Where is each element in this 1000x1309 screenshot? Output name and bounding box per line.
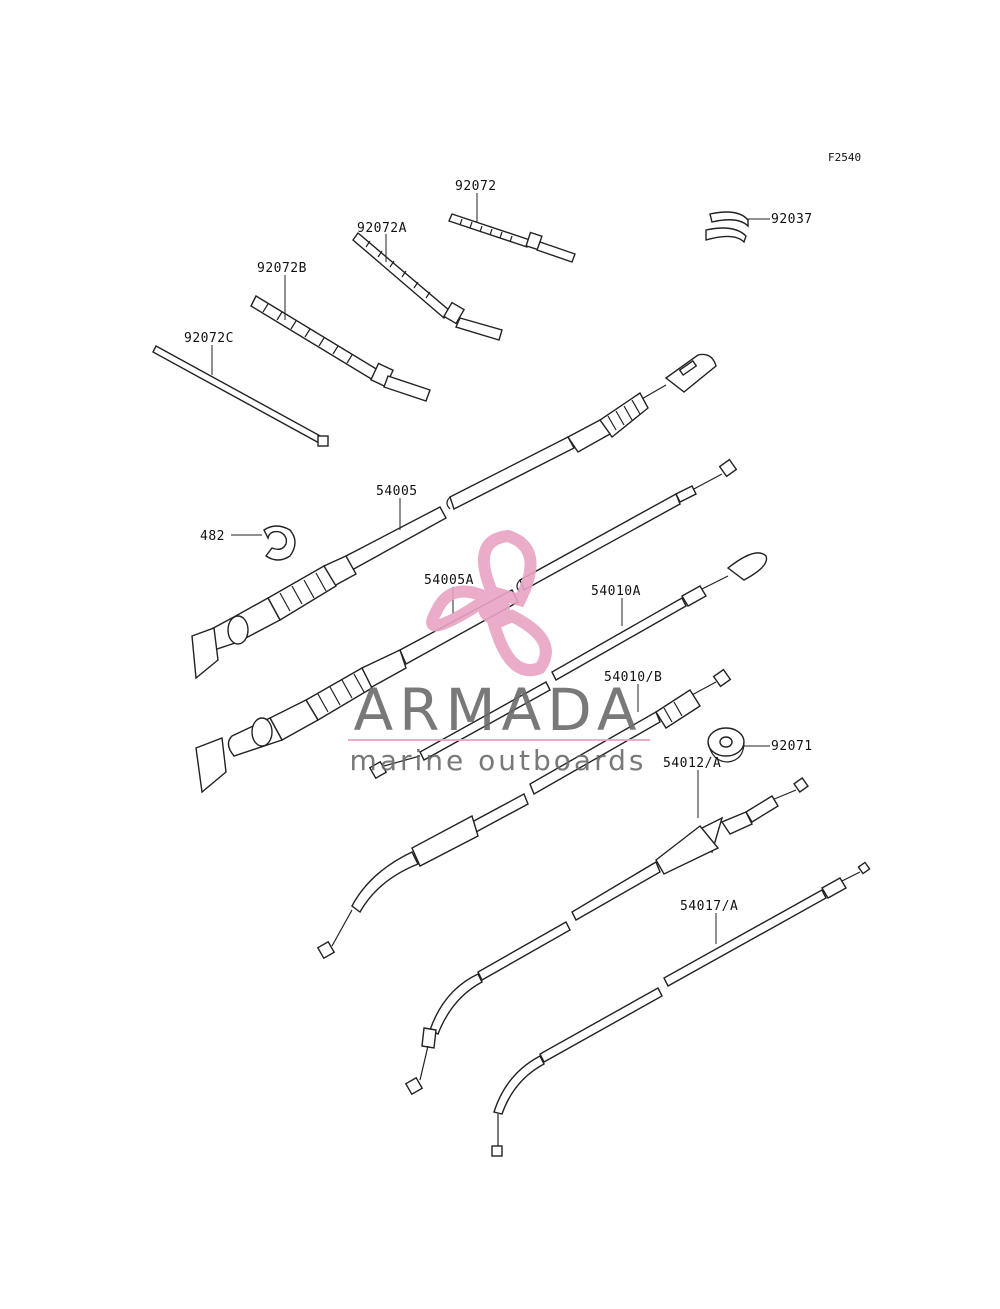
watermark-brand: ARMADA xyxy=(353,676,642,744)
label-92072B: 92072B xyxy=(257,261,307,276)
part-54012A-cable xyxy=(404,777,809,1096)
label-54005: 54005 xyxy=(376,484,418,499)
figure-code: F2540 xyxy=(828,151,861,164)
label-92072: 92072 xyxy=(455,179,497,194)
label-54010B: 54010/B xyxy=(604,670,662,685)
part-92071-grommet xyxy=(707,727,745,763)
label-54017A: 54017/A xyxy=(680,899,738,914)
part-482-clip xyxy=(263,525,296,561)
part-54010B-cable xyxy=(316,668,732,960)
label-482: 482 xyxy=(200,529,225,544)
part-92037-clip xyxy=(705,211,749,244)
label-54010A: 54010A xyxy=(591,584,641,599)
part-54017A-cable xyxy=(491,861,871,1157)
propeller-logo xyxy=(426,529,552,677)
label-54005A: 54005A xyxy=(424,573,474,588)
label-92072C: 92072C xyxy=(184,331,234,346)
label-54012A: 54012/A xyxy=(663,756,721,771)
part-54005-cable xyxy=(191,353,717,680)
part-92072A-drawing xyxy=(352,231,503,341)
armada-watermark: ARMADA marine outboards xyxy=(348,529,650,777)
part-92072B-drawing xyxy=(250,295,431,402)
part-92072C-drawing xyxy=(152,345,329,447)
label-92037: 92037 xyxy=(771,212,813,227)
label-92071: 92071 xyxy=(771,739,813,754)
watermark-tagline: marine outboards xyxy=(350,744,647,777)
label-92072A: 92072A xyxy=(357,221,407,236)
part-92072-drawing xyxy=(448,213,576,263)
